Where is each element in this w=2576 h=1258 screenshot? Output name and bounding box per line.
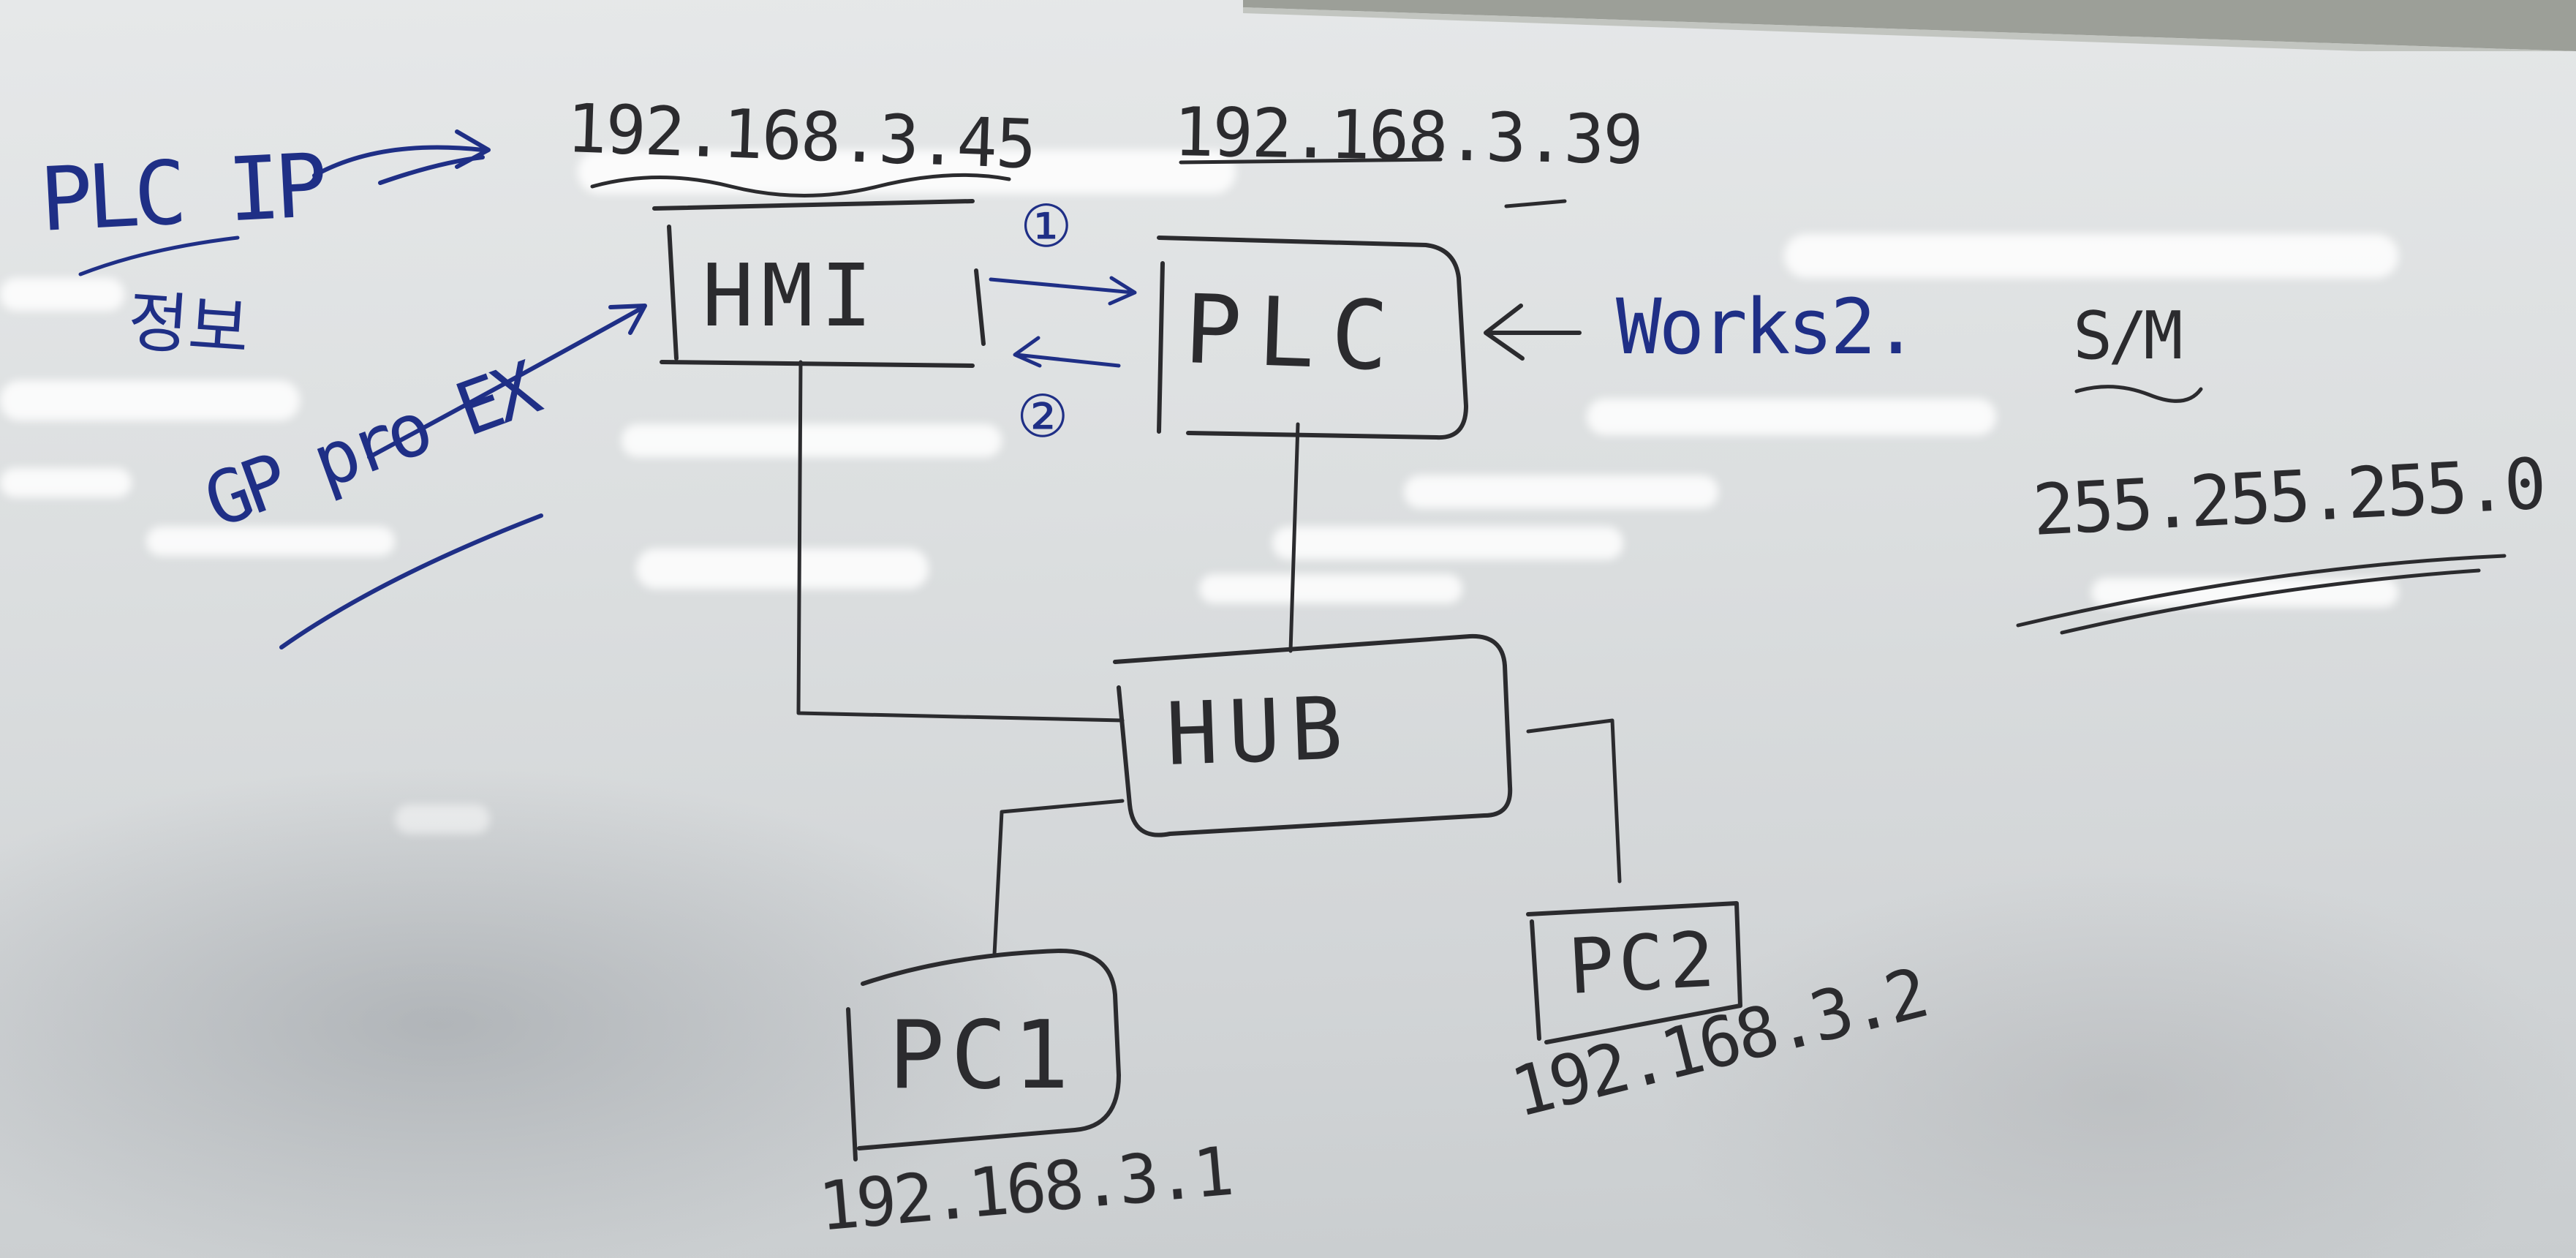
works2-arrow (1484, 304, 1582, 361)
hmi-hub-line (796, 360, 1125, 723)
hub-label: HUB (1164, 677, 1355, 785)
subnet-mask-underline (2016, 554, 2507, 635)
plc-to-hmi-arrow (1013, 336, 1121, 368)
hub-pc2-line (1526, 718, 1622, 884)
step-2-marker: ② (1016, 383, 1069, 451)
subnet-label-underline (2074, 385, 2203, 403)
hmi-ip-underline (590, 173, 1011, 197)
gp-pro-ex-arrow (367, 304, 647, 459)
gp-pro-ex-underline (279, 513, 543, 649)
subnet-label: S/M (2073, 298, 2183, 374)
plc-ip-note: PLC IP (37, 135, 325, 252)
hub-pc1-line (992, 799, 1125, 957)
works2-label: Works2. (1616, 282, 1919, 372)
pc1-label: PC1 (888, 1001, 1076, 1110)
plc-ip-address: 192.168.3.39 (1173, 93, 1643, 180)
hub-box (1113, 633, 1513, 837)
step-1-marker: ① (1020, 192, 1073, 260)
plc-ip-arrow (312, 129, 491, 185)
plc-box (1157, 236, 1468, 440)
plc-ip-note-underline (78, 236, 240, 276)
pc1-box (846, 949, 1121, 1161)
plc-hub-line (1288, 422, 1300, 653)
info-note: 정보 (125, 283, 252, 369)
hmi-box (652, 199, 986, 368)
hmi-ip-address: 192.168.3.45 (565, 89, 1037, 184)
hmi-label: HMI (702, 245, 880, 346)
plc-label: PLC (1182, 274, 1407, 393)
whiteboard-frame-edge (1243, 0, 2576, 51)
pc2-box (1526, 901, 1742, 1044)
hmi-to-plc-arrow (989, 276, 1137, 306)
ceiling-light-reflections (0, 150, 2398, 834)
pc2-label: PC2 (1565, 914, 1721, 1012)
plc-ip-underline (1179, 157, 1567, 208)
